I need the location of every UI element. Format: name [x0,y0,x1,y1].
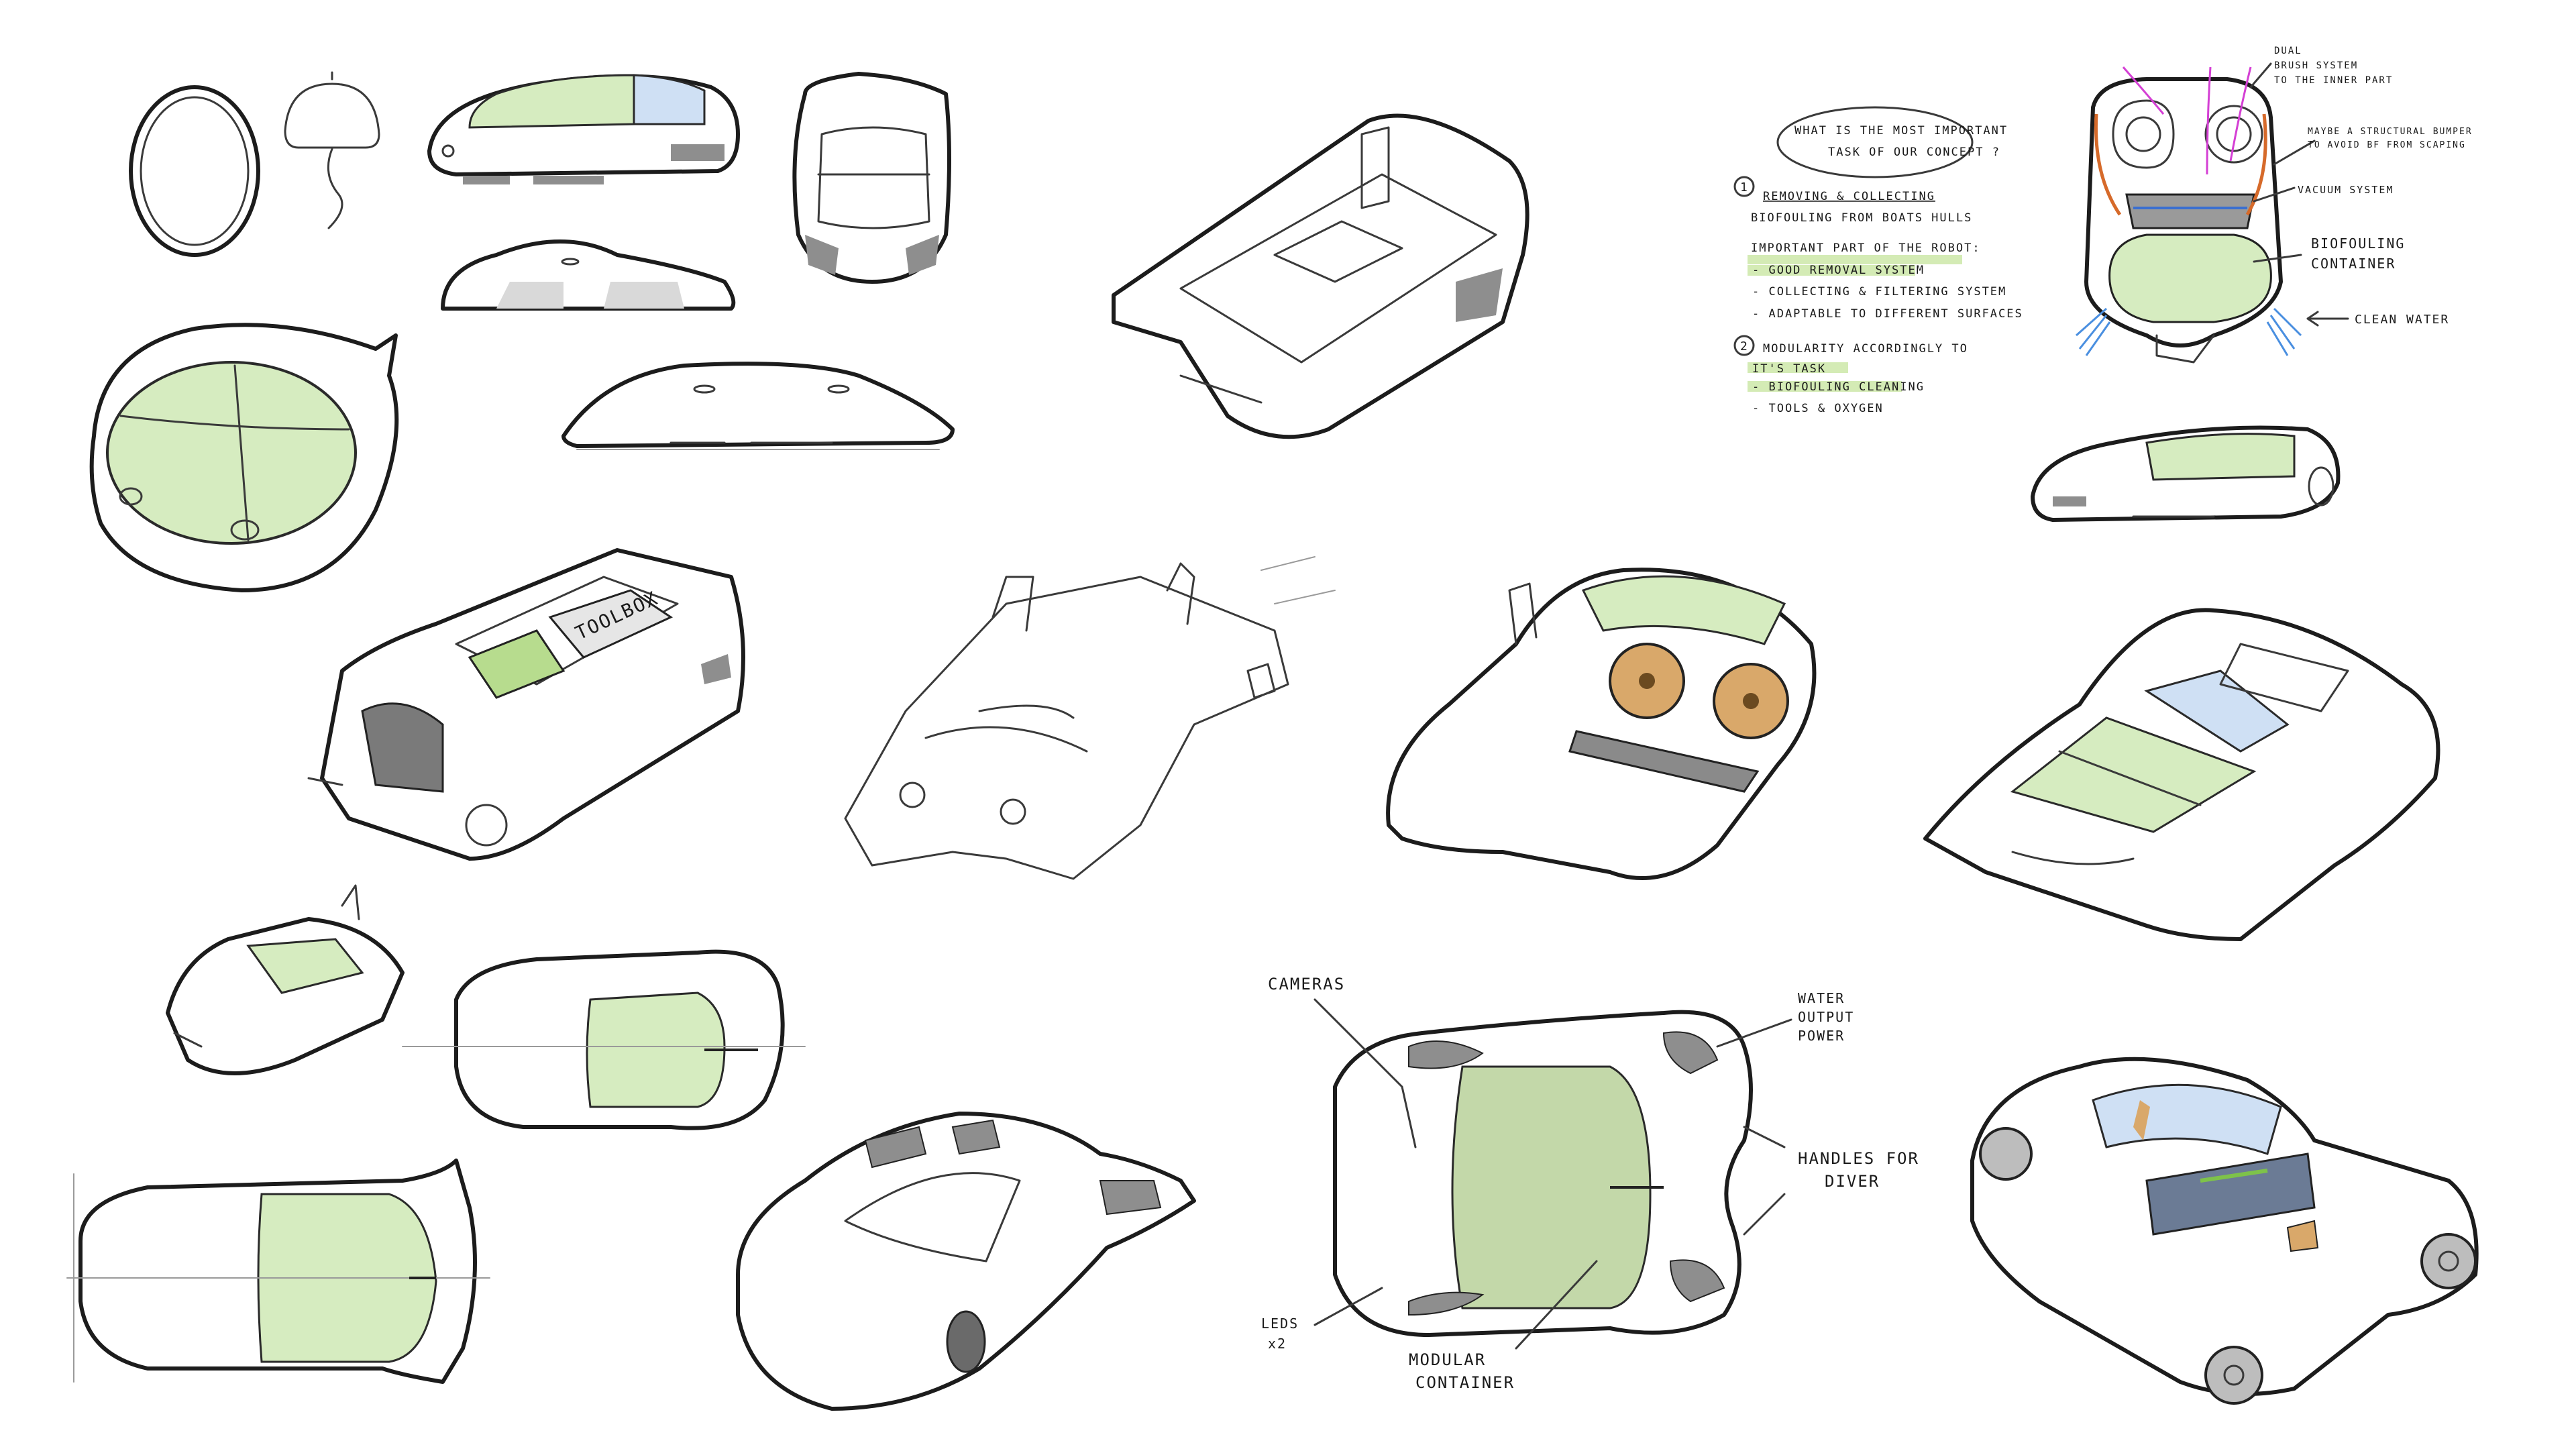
annot-brush-3: TO THE INNER PART [2274,75,2393,86]
annot-brush-1: DUAL [2274,46,2302,56]
green-dome-sketch [89,323,399,592]
side-view-pod-sketch [427,74,740,184]
annot-brush: DUAL BRUSH SYSTEM TO THE INNER PART [2274,46,2393,86]
toolbox-robot-sketch: TOOLBOX [307,548,745,861]
note-item-biofouling: - BIOFOULING CLEANING [1752,380,1925,394]
annot-leds: LEDS x2 [1261,1316,1308,1352]
annot-container-2: CONTAINER [2311,256,2396,272]
robot-front-annotated-sketch: DUAL BRUSH SYSTEM TO THE INNER PART MAYB… [2076,46,2479,364]
question-text-a: WHAT IS THE MOST IMPORTANT [1794,124,2008,138]
annot-water-3: POWER [1798,1028,1845,1044]
jellyfish-sketch [284,71,380,229]
note-item-tools: - TOOLS & OXYGEN [1752,402,1884,415]
annot-modular: MODULAR CONTAINER [1409,1350,1515,1392]
note-important-part: IMPORTANT PART OF THE ROBOT: [1751,241,1981,255]
turbine-pod-sketch [1970,1057,2479,1405]
question-bubble [1776,106,1974,178]
annot-handles: HANDLES FOR DIVER [1798,1149,1930,1191]
front-view-pod-sketch [441,239,736,311]
highlight-task [1748,362,1848,373]
flat-robot-sketch [1923,608,2440,941]
annotated-top-view-sketch: CAMERAS WATER OUTPUT POWER HANDLES FOR D… [1261,975,1930,1392]
annot-clean-water: CLEAN WATER [2355,313,2449,327]
highlight-removal [1748,265,1915,276]
annot-leds-1: LEDS [1261,1316,1299,1332]
annot-bumper-2: TO AVOID BF FROM SCAPING [2308,140,2466,150]
annot-container-1: BIOFOULING [2311,235,2405,252]
streamline-side-sketch [2031,425,2341,522]
note-question-line1: WHAT IS THE MOST IMPORTANT TASK OF OUR C… [1794,124,2016,159]
annot-cameras: CAMERAS [1268,975,1345,994]
annot-vacuum: VACUUM SYSTEM [2298,184,2394,196]
box-handles-sketch [1112,113,1529,439]
dual-brush-robot-sketch [1386,568,1817,880]
note-item-collecting: - COLLECTING & FILTERING SYSTEM [1752,285,2006,299]
note-point2-title: MODULARITY ACCORDINGLY TO [1763,342,1968,356]
annot-bumper: MAYBE A STRUCTURAL BUMPER TO AVOID BF FR… [2308,127,2479,150]
annot-modular-1: MODULAR [1409,1350,1486,1369]
notes-block: WHAT IS THE MOST IMPORTANT TASK OF OUR C… [1733,106,2023,415]
small-green-robot-sketch [166,884,405,1075]
annot-bumper-1: MAYBE A STRUCTURAL BUMPER [2308,127,2473,137]
note-num-1: 1 [1740,180,1749,195]
top-view-car-sketch [402,949,806,1130]
highlight-biofouling [1748,381,1902,392]
wireframe-robot-sketch [844,556,1336,880]
annot-water-1: WATER [1798,990,1845,1006]
note-item-removal: - GOOD REMOVAL SYSTEM [1752,264,1925,277]
annot-water-2: OUTPUT [1798,1009,1854,1025]
annot-handles-1: HANDLES FOR [1798,1149,1919,1168]
note-point1-sub: BIOFOULING FROM BOATS HULLS [1751,211,1972,225]
highlight-important [1748,255,1962,264]
question-text-b: TASK OF OUR CONCEPT ? [1828,146,2000,159]
perspective-car-sketch [736,1112,1196,1411]
annot-leds-2: x2 [1268,1336,1287,1352]
annot-modular-2: CONTAINER [1415,1373,1515,1392]
top-view-pod-sketch [792,72,951,284]
ring-sketch [129,85,260,257]
annot-water-output: WATER OUTPUT POWER [1798,990,1864,1044]
bottom-left-top-view-sketch [66,1159,490,1384]
annot-handles-2: DIVER [1825,1172,1880,1191]
annot-brush-2: BRUSH SYSTEM [2274,60,2358,71]
note-point1-title: REMOVING & COLLECTING [1763,190,1935,203]
note-num-2: 2 [1740,339,1749,354]
annot-container: BIOFOULING CONTAINER [2311,235,2414,272]
note-point2-sub: IT'S TASK [1752,362,1826,376]
low-profile-side-sketch [561,362,955,450]
note-item-adaptable: - ADAPTABLE TO DIFFERENT SURFACES [1752,307,2023,321]
